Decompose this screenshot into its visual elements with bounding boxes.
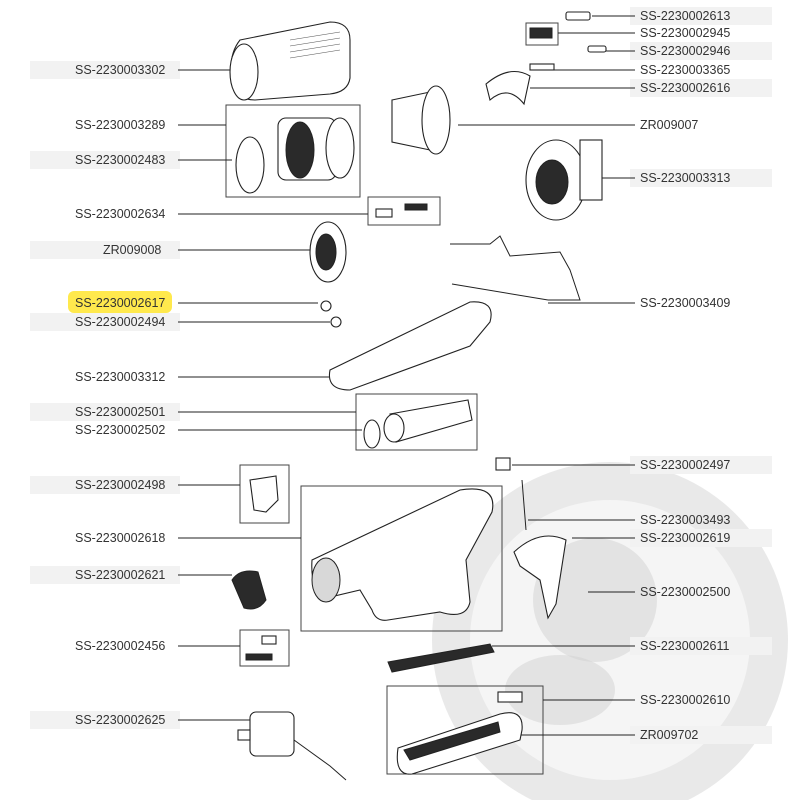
filter-group-box <box>225 104 361 198</box>
top-clip-group-box <box>525 22 559 46</box>
label-ss-2230002500[interactable]: SS-2230002500 <box>640 585 730 599</box>
label-ss-2230003313[interactable]: SS-2230003313 <box>640 171 730 185</box>
cyclone-cone-part <box>391 85 451 155</box>
label-ss-2230002621[interactable]: SS-2230002621 <box>75 568 165 582</box>
connector-parts <box>495 457 527 531</box>
right-labels: SS-2230002613 SS-2230002945 SS-223000294… <box>640 9 730 742</box>
label-ss-2230003312[interactable]: SS-2230003312 <box>75 370 165 384</box>
label-zr009007[interactable]: ZR009007 <box>640 118 698 132</box>
label-zr009702[interactable]: ZR009702 <box>640 728 698 742</box>
label-zr009008[interactable]: ZR009008 <box>103 243 161 257</box>
clip-group-box <box>367 196 441 226</box>
label-stripe <box>630 7 772 25</box>
label-ss-2230002497[interactable]: SS-2230002497 <box>640 458 730 472</box>
label-stripe <box>30 241 180 259</box>
left-label-stripes <box>30 61 180 729</box>
label-stripe <box>30 476 180 494</box>
charger-part <box>237 711 347 781</box>
side-cover-part <box>513 535 567 620</box>
label-ss-2230002613[interactable]: SS-2230002613 <box>640 9 730 23</box>
label-ss-2230002946[interactable]: SS-2230002946 <box>640 44 730 58</box>
parts-drawings <box>229 11 607 781</box>
label-ss-2230003365[interactable]: SS-2230003365 <box>640 63 730 77</box>
label-ss-2230002456[interactable]: SS-2230002456 <box>75 639 165 653</box>
brush-roller-part <box>231 570 267 610</box>
label-ss-2230002634[interactable]: SS-2230002634 <box>75 207 165 221</box>
circuit-board-part <box>387 643 495 673</box>
switch-group-box <box>239 464 290 524</box>
label-ss-2230002501[interactable]: SS-2230002501 <box>75 405 165 419</box>
label-ss-2230002616[interactable]: SS-2230002616 <box>640 81 730 95</box>
left-labels: SS-2230003302 SS-2230003289 SS-223000248… <box>68 63 172 727</box>
label-stripe <box>630 726 772 744</box>
nozzle-part <box>363 399 473 449</box>
motor-part <box>525 139 603 221</box>
upper-shell-part <box>328 301 492 391</box>
label-stripe <box>630 529 772 547</box>
label-ss-2230003302[interactable]: SS-2230003302 <box>75 63 165 77</box>
label-highlight <box>68 291 172 313</box>
label-stripe <box>630 169 772 187</box>
label-ss-2230003289[interactable]: SS-2230003289 <box>75 118 165 132</box>
filter-assembly-part <box>235 117 355 194</box>
label-stripe <box>630 79 772 97</box>
label-ss-2230002611[interactable]: SS-2230002611 <box>640 639 729 653</box>
leader-lines <box>178 15 635 736</box>
group-boxes <box>225 22 559 775</box>
nozzle-group-box <box>355 393 478 451</box>
label-stripe <box>30 403 180 421</box>
round-filter-part <box>309 221 347 283</box>
battery-clip-parts <box>245 635 277 661</box>
small-clip-part <box>320 300 332 312</box>
label-ss-2230002625[interactable]: SS-2230002625 <box>75 713 165 727</box>
label-stripe <box>30 313 180 331</box>
wiring-frame-part <box>450 235 581 301</box>
top-clip-parts <box>485 11 607 106</box>
label-ss-2230002502[interactable]: SS-2230002502 <box>75 423 165 437</box>
label-stripe <box>630 456 772 474</box>
label-ss-2230003493[interactable]: SS-2230003493 <box>640 513 730 527</box>
label-ss-2230002619[interactable]: SS-2230002619 <box>640 531 730 545</box>
right-label-stripes <box>630 7 772 744</box>
label-ss-2230002945[interactable]: SS-2230002945 <box>640 26 730 40</box>
battery-group-box <box>386 685 544 775</box>
handle-body-part <box>311 488 494 621</box>
label-ss-2230002498[interactable]: SS-2230002498 <box>75 478 165 492</box>
battery-clip-group-box <box>239 629 290 667</box>
label-ss-2230002610[interactable]: SS-2230002610 <box>640 693 730 707</box>
label-ss-2230002617[interactable]: SS-2230002617 <box>75 296 165 310</box>
battery-pack-part <box>396 691 523 775</box>
label-stripe <box>630 637 772 655</box>
label-stripe <box>30 151 180 169</box>
clip-parts <box>375 203 428 218</box>
label-ss-2230002618[interactable]: SS-2230002618 <box>75 531 165 545</box>
handle-group-box <box>300 485 503 632</box>
label-stripe <box>30 566 180 584</box>
label-stripe <box>630 42 772 60</box>
small-ring-part <box>330 316 342 328</box>
highlighted-label-group: SS-2230002617 <box>68 291 172 313</box>
label-stripe <box>30 711 180 729</box>
label-stripe <box>30 61 180 79</box>
label-ss-2230003409[interactable]: SS-2230003409 <box>640 296 730 310</box>
switch-part <box>249 475 279 513</box>
label-ss-2230002483[interactable]: SS-2230002483 <box>75 153 165 167</box>
dust-container-part <box>229 21 351 101</box>
label-ss-2230002494[interactable]: SS-2230002494 <box>75 315 165 329</box>
